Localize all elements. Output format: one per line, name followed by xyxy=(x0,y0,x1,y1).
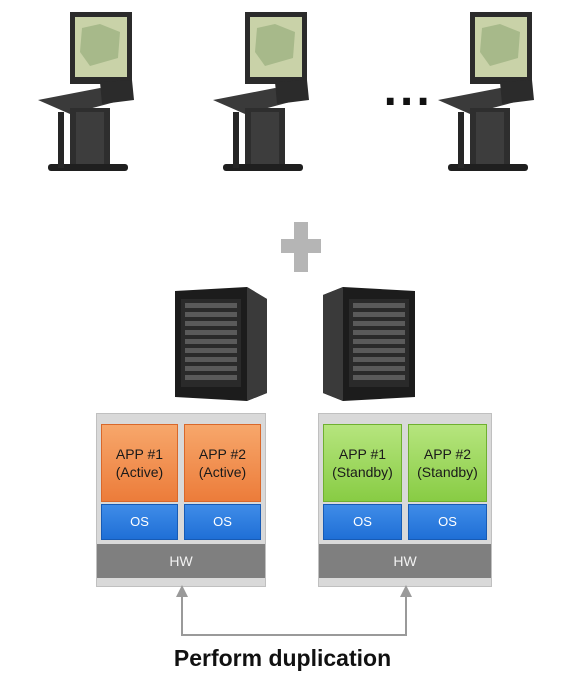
hw-box-standby: HW xyxy=(319,544,491,578)
arrow-up-left xyxy=(176,585,188,597)
server-2 xyxy=(323,287,415,401)
active-stack: APP #1 (Active) APP #2 (Active) OS OS HW xyxy=(96,413,266,587)
plus-icon xyxy=(281,222,321,272)
arrow-up-right xyxy=(400,585,412,597)
app1-standby-box: APP #1 (Standby) xyxy=(323,424,402,502)
standby-stack: APP #1 (Standby) APP #2 (Standby) OS OS … xyxy=(318,413,492,587)
app2-active-box: APP #2 (Active) xyxy=(184,424,261,502)
duplication-connector xyxy=(176,585,412,636)
caption: Perform duplication xyxy=(173,645,392,671)
operator-console-3 xyxy=(438,12,534,171)
operator-console-2 xyxy=(213,12,309,171)
hw-box: HW xyxy=(97,544,265,578)
os-box-4: OS xyxy=(408,504,487,540)
server-1 xyxy=(175,287,267,401)
app1-active-box: APP #1 (Active) xyxy=(101,424,178,502)
os-box-1: OS xyxy=(101,504,178,540)
os-box-3: OS xyxy=(323,504,402,540)
os-box-2: OS xyxy=(184,504,261,540)
operator-console-1 xyxy=(38,12,134,171)
ellipsis: ... xyxy=(383,70,433,114)
app2-standby-box: APP #2 (Standby) xyxy=(408,424,487,502)
